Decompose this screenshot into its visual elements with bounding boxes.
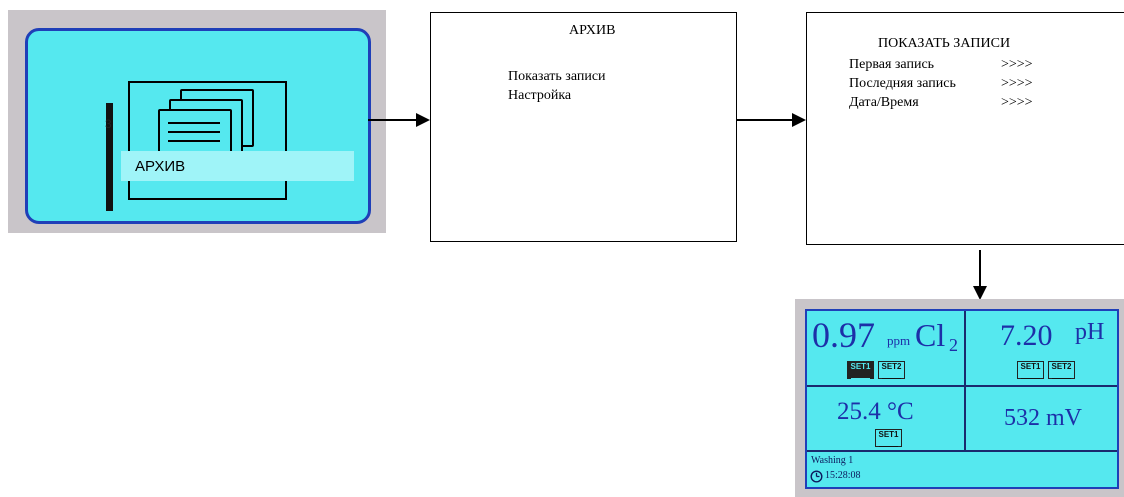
chlorine-value: 0.97 (812, 315, 875, 355)
set2-badge-chlorine: SET2 (878, 361, 905, 379)
arrow-line-1 (368, 119, 420, 121)
ph-value: 7.20 (1000, 319, 1053, 352)
record-row-first-value: >>>> (1001, 57, 1033, 72)
archive-box-title: АРХИВ (569, 23, 616, 38)
arrow-head-1 (416, 113, 430, 127)
menu-item-settings[interactable]: Настройка (508, 88, 572, 103)
archive-menu-label: АРХИВ (135, 158, 186, 175)
clock-time: 15:28:08 (825, 470, 861, 481)
show-records-title: ПОКАЗАТЬ ЗАПИСИ (878, 36, 1011, 51)
menu-item-show-records[interactable]: Показать записи (508, 69, 606, 84)
record-row-first-label[interactable]: Первая запись (849, 57, 935, 72)
set1-badge-chlorine: SET1 (847, 361, 874, 379)
arrow-line-2 (737, 119, 794, 121)
grid-horizontal-bottom (807, 450, 1117, 452)
record-row-datetime-label[interactable]: Дата/Время (849, 95, 919, 110)
temperature-value: 25.4 °C (837, 398, 914, 425)
set1-badge-ph: SET1 (1017, 361, 1044, 379)
status-text: Washing 1 (811, 455, 854, 466)
chlorine-unit: Cl (915, 317, 946, 353)
arrow-head-3 (973, 286, 987, 300)
archive-menu-item[interactable]: АРХИВ (121, 151, 354, 181)
set2-badge-ph: SET2 (1048, 361, 1075, 379)
grid-vertical (964, 311, 966, 452)
menu-number: 3 (105, 117, 112, 131)
archive-menu-box: АРХИВ Показать записи Настройка (430, 12, 737, 242)
record-row-datetime-value: >>>> (1001, 95, 1033, 110)
clock-icon (810, 470, 823, 483)
show-records-box: ПОКАЗАТЬ ЗАПИСИ Первая запись >>>> После… (806, 12, 1124, 245)
chlorine-unit-ppm: ppm (887, 333, 911, 348)
scroll-bar (106, 103, 113, 211)
mv-value: 532 mV (1004, 405, 1082, 431)
set1-badge-temperature: SET1 (875, 429, 902, 447)
chlorine-subscript: 2 (949, 335, 958, 355)
arrow-head-2 (792, 113, 806, 127)
lcd-panel: 3 АРХИВ (25, 28, 371, 224)
record-row-last-label[interactable]: Последняя запись (849, 76, 956, 91)
record-row-last-value: >>>> (1001, 76, 1033, 91)
grid-horizontal-mid (807, 385, 1117, 387)
archive-menu-screen: 3 АРХИВ (8, 10, 386, 233)
archive-icon-frame (128, 81, 287, 200)
measurement-display-screen: 0.97 ppm Cl 2 SET1 SET2 7.20 pH SET1 SET… (795, 299, 1124, 497)
ph-unit: pH (1075, 319, 1105, 345)
arrow-line-3 (979, 250, 981, 288)
display-lcd: 0.97 ppm Cl 2 SET1 SET2 7.20 pH SET1 SET… (805, 309, 1119, 489)
